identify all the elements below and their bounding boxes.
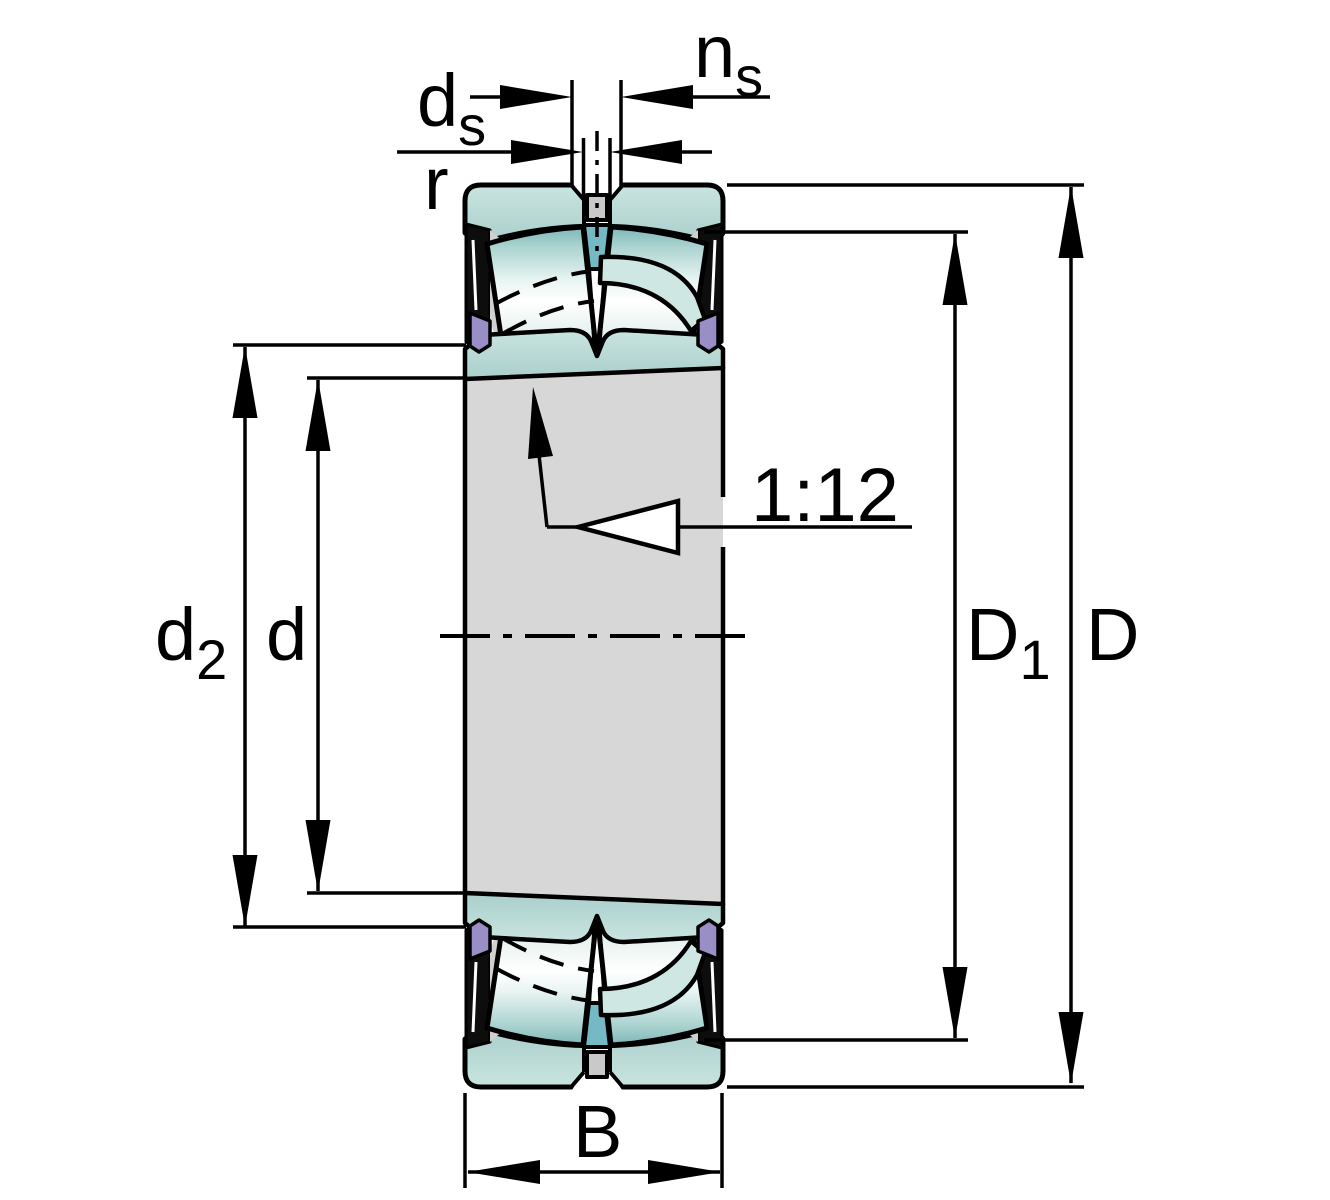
label-subscript: 2 xyxy=(196,628,227,691)
label-base: d xyxy=(266,593,307,676)
lube-hole-walls xyxy=(570,184,624,226)
label-base: d xyxy=(417,59,458,142)
taper-label: 1:12 xyxy=(751,453,899,538)
dimension-D xyxy=(727,183,1084,1089)
arrowhead xyxy=(621,85,693,109)
label-subscript: s xyxy=(458,94,486,157)
right-seal-lip xyxy=(696,311,720,354)
label-subscript: s xyxy=(735,45,763,108)
arrowhead xyxy=(1058,186,1084,258)
dim-label-D: D xyxy=(1086,593,1139,676)
taper-slope-symbol xyxy=(569,498,681,556)
dim-label-d2: d2 xyxy=(155,593,227,691)
dimension-ds xyxy=(397,138,712,200)
arrowhead xyxy=(500,85,572,109)
arrowhead xyxy=(467,1160,540,1184)
dimension-d xyxy=(305,376,466,895)
dimension-lines xyxy=(232,80,1084,1188)
dimension-B xyxy=(463,1093,724,1188)
dim-label-D1: D1 xyxy=(966,593,1051,691)
arrowhead xyxy=(511,140,583,164)
right-seal-highlight xyxy=(710,239,717,311)
label-subscript: 1 xyxy=(1019,628,1050,691)
dim-label-ds: ds xyxy=(417,59,486,157)
label-base: r xyxy=(424,142,449,225)
arrowhead xyxy=(232,855,258,927)
label-base: n xyxy=(694,10,735,93)
dim-label-d: d xyxy=(266,593,307,676)
label-base: d xyxy=(155,593,196,676)
left-seal-highlight xyxy=(471,239,478,311)
inner-ring xyxy=(462,327,726,382)
arrowhead xyxy=(305,379,331,451)
dimension-labels: ns ds r d2 d 1:12 D1 D B xyxy=(155,10,1139,1173)
arrowhead xyxy=(528,387,553,459)
arrowhead xyxy=(232,346,258,418)
left-seal-lip xyxy=(468,311,492,354)
arrowhead xyxy=(648,1160,721,1184)
label-base: 1:12 xyxy=(751,453,899,538)
dimension-ns xyxy=(470,80,770,186)
dim-label-ns: ns xyxy=(694,10,763,108)
dimension-D1 xyxy=(704,230,968,1042)
label-base: D xyxy=(1086,593,1139,676)
arrowhead xyxy=(1058,1012,1084,1084)
radius-label-r: r xyxy=(424,142,449,225)
dim-label-B: B xyxy=(573,1090,622,1173)
arrowhead xyxy=(942,967,968,1039)
arrowhead xyxy=(305,820,331,892)
dimension-d2 xyxy=(232,343,466,929)
arrowhead xyxy=(610,140,682,164)
label-base: D xyxy=(966,593,1019,676)
label-base: B xyxy=(573,1090,622,1173)
taper-annotation xyxy=(528,387,912,556)
arrowhead xyxy=(942,233,968,305)
bearing-upper-half xyxy=(462,182,726,382)
bearing-lower-half xyxy=(465,893,723,1090)
